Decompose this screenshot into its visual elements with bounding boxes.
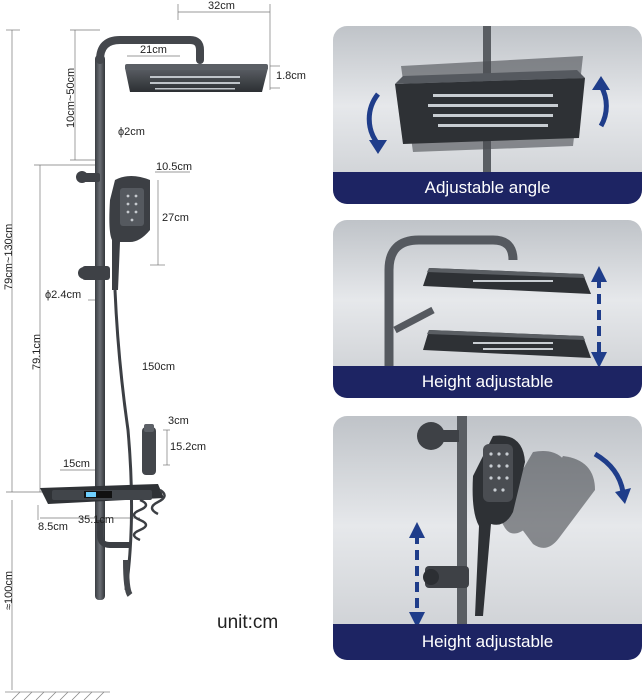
feature-label-adjustable-angle: Adjustable angle: [333, 172, 642, 204]
dim-arm-offset: 10cm~50cm: [65, 67, 77, 128]
dim-head-inner-width: 21cm: [140, 44, 167, 56]
dim-floor-height: ≈100cm: [3, 570, 15, 610]
dim-arm-diameter: ϕ2cm: [118, 126, 145, 138]
unit-label: unit:cm: [217, 612, 279, 633]
dim-handheld-width: 10.5cm: [156, 161, 193, 173]
feature-label-height-adjustable-head: Height adjustable: [333, 366, 642, 398]
sliding-rain-head-illustration: [384, 235, 607, 390]
handheld-shower-illustration: [409, 416, 631, 660]
feature-panel-height-adjustable-head: Height adjustable: [333, 220, 642, 398]
dim-shelf-depth: 15cm: [63, 458, 90, 470]
feature-label-height-adjustable-handheld: Height adjustable: [333, 624, 642, 660]
dim-sprayer-length: 15.2cm: [170, 441, 207, 453]
rotating-rain-head-illustration: [366, 26, 610, 176]
dim-spout-offset: 8.5cm: [38, 521, 68, 533]
feature-panel-height-adjustable-handheld: Height adjustable: [333, 416, 642, 660]
dim-total-height: 79cm~130cm: [3, 223, 15, 290]
dim-pipe-diameter: ϕ2.4cm: [45, 289, 82, 301]
dim-top-width: 32cm: [208, 0, 235, 12]
dim-hose-length: 150cm: [142, 361, 176, 373]
dim-head-thickness: 1.8cm: [276, 70, 306, 82]
feature-panel-adjustable-angle: Adjustable angle: [333, 26, 642, 204]
dimension-drawing: [5, 4, 280, 700]
dim-handheld-length: 27cm: [162, 212, 189, 224]
dim-pipe-height: 79.1cm: [31, 333, 43, 370]
dim-shelf-width: 35.1cm: [78, 514, 115, 526]
dim-sprayer-width: 3cm: [168, 415, 189, 427]
